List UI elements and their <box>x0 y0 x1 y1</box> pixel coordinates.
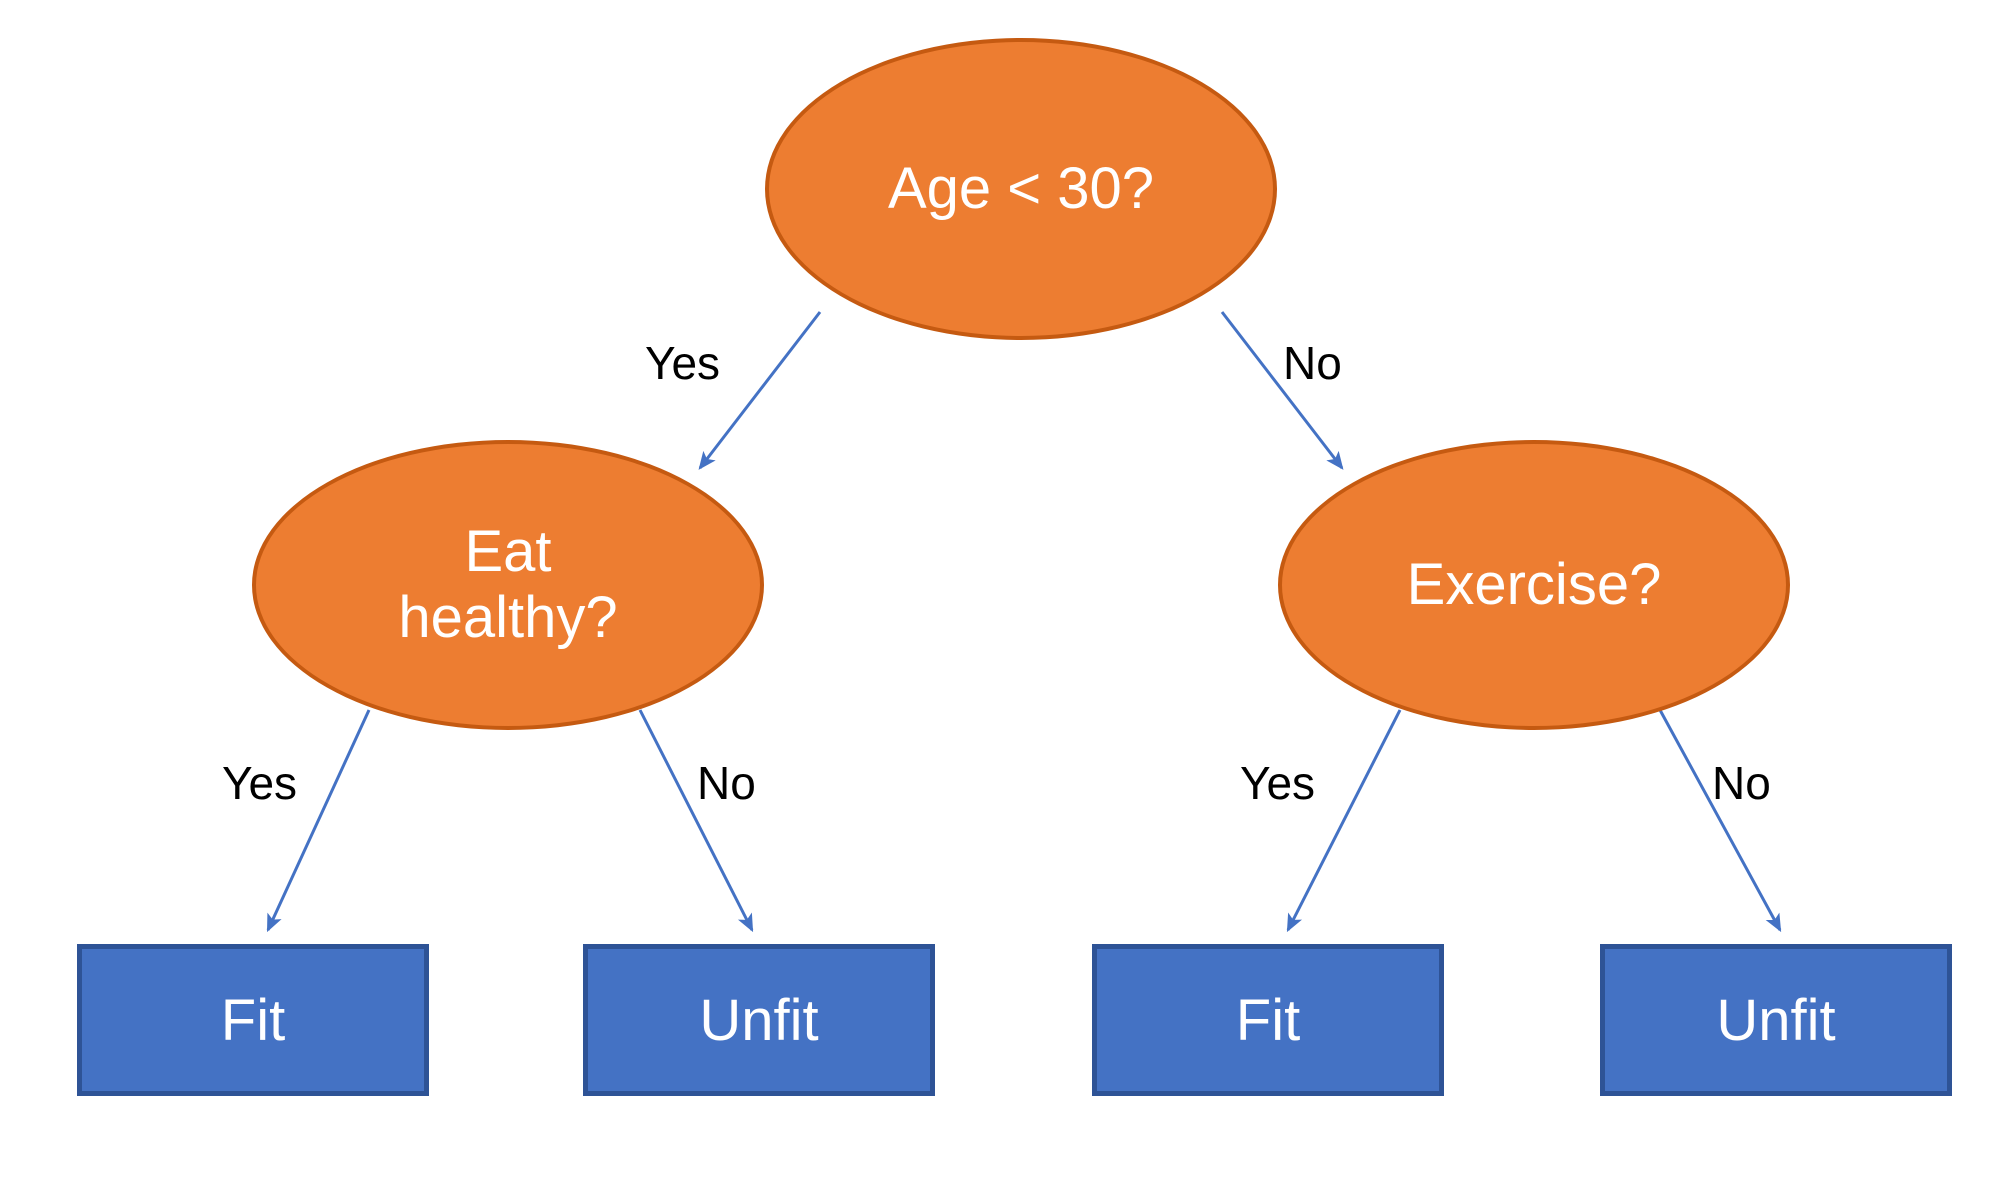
leaf-node-unfit-right[interactable]: Unfit <box>1600 944 1952 1096</box>
edge-root-to-exercise <box>1220 311 1344 470</box>
edge-label-eat-yes: Yes <box>222 757 298 809</box>
decision-node-exercise[interactable]: Exercise? <box>1278 440 1790 730</box>
edge-root-to-eat <box>698 311 822 470</box>
decision-node-eat-healthy[interactable]: Eat healthy? <box>252 440 764 730</box>
leaf-node-unfit-left[interactable]: Unfit <box>583 944 935 1096</box>
edge-label-exercise-no: No <box>1712 757 1771 809</box>
edge-label-root-yes: Yes <box>645 337 721 389</box>
edge-exercise-to-fit <box>1286 709 1402 933</box>
leaf-node-fit-right[interactable]: Fit <box>1092 944 1444 1096</box>
leaf-node-fit-left[interactable]: Fit <box>77 944 429 1096</box>
edge-eat-to-unfit <box>638 709 754 933</box>
edge-label-eat-no: No <box>697 757 756 809</box>
edge-label-exercise-yes: Yes <box>1240 757 1316 809</box>
decision-node-root[interactable]: Age < 30? <box>765 38 1277 340</box>
edge-label-root-no: No <box>1283 337 1342 389</box>
edge-exercise-to-unfit <box>1658 709 1782 933</box>
edge-eat-to-fit <box>266 709 371 933</box>
